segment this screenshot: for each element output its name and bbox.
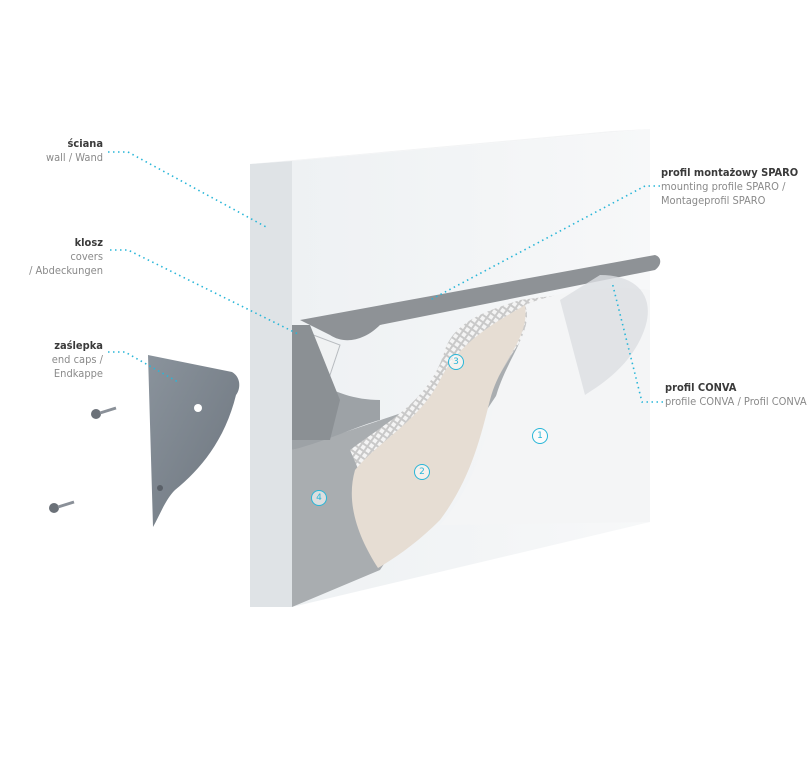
wall-side-face bbox=[250, 161, 292, 607]
leader-covers bbox=[110, 249, 301, 336]
leader-conva bbox=[611, 281, 663, 403]
marker-1: 1 bbox=[532, 428, 548, 444]
marker-4: 4 bbox=[311, 490, 327, 506]
label-covers-title: klosz bbox=[74, 236, 103, 249]
label-sparo-title: profil montażowy SPARO bbox=[661, 166, 799, 179]
label-endcaps-title: zaślepka bbox=[54, 339, 103, 352]
screw-icon bbox=[91, 406, 117, 419]
label-conva: profil CONVA profile CONVA / Profil CONV… bbox=[665, 381, 807, 409]
conva-profile-curve bbox=[560, 275, 648, 395]
leader-sparo bbox=[429, 185, 660, 301]
label-wall-title: ściana bbox=[67, 137, 103, 150]
leader-endcaps bbox=[108, 351, 179, 383]
leader-wall bbox=[108, 151, 269, 229]
label-sparo-line2: Montageprofil SPARO bbox=[661, 194, 766, 207]
wall-top-face bbox=[250, 129, 650, 164]
end-cap bbox=[148, 355, 240, 527]
beige-zone-2 bbox=[351, 305, 526, 568]
profile-body bbox=[292, 325, 340, 440]
label-covers-line1: covers bbox=[70, 250, 103, 263]
leader-lines bbox=[108, 151, 663, 403]
marker-3: 3 bbox=[448, 354, 464, 370]
label-conva-subtitle: profile CONVA / Profil CONVA bbox=[665, 395, 807, 408]
label-endcaps-subtitle: end caps / Endkappe bbox=[51, 353, 103, 380]
end-cap-hole bbox=[157, 485, 163, 491]
label-conva-title: profil CONVA bbox=[665, 381, 737, 394]
conva-profile-top bbox=[300, 255, 661, 341]
label-wall: ściana wall / Wand bbox=[46, 137, 103, 165]
screw-icon bbox=[49, 500, 75, 513]
marker-2: 2 bbox=[414, 464, 430, 480]
label-covers-line2: / Abdeckungen bbox=[29, 264, 103, 277]
end-cap-hole bbox=[194, 404, 202, 412]
label-wall-subtitle: wall / Wand bbox=[46, 151, 103, 164]
label-covers: klosz covers / Abdeckungen bbox=[29, 236, 103, 278]
label-sparo: profil montażowy SPARO mounting profile … bbox=[661, 166, 798, 208]
label-sparo-line1: mounting profile SPARO / bbox=[661, 180, 786, 193]
label-endcaps: zaślepka end caps / Endkappe bbox=[0, 339, 103, 381]
